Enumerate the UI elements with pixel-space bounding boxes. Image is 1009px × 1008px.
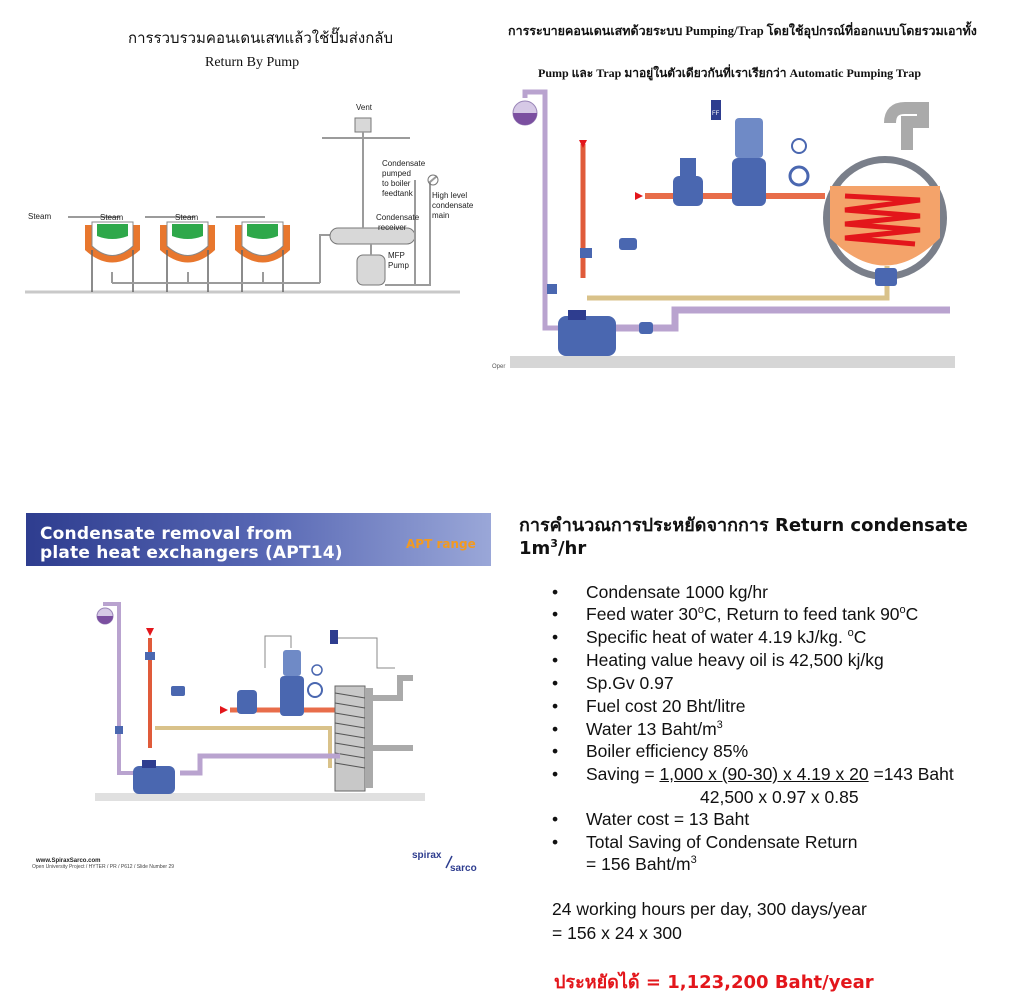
working-hours-text: 24 working hours per day, 300 days/year: [552, 899, 867, 919]
svg-text:main: main: [432, 211, 449, 220]
svg-text:feedtank: feedtank: [382, 189, 414, 198]
spirax-sarco-logo: spirax sarco: [412, 850, 477, 874]
steam-label-2: Steam: [100, 213, 123, 222]
annual-saving-result: ประหยัดได้ = 1,123,200 Baht/year: [554, 972, 874, 993]
svg-text:receiver: receiver: [378, 223, 407, 232]
apt14-banner-title: Condensate removal from plate heat excha…: [40, 524, 343, 563]
vessel-3: [235, 221, 290, 263]
panel2-credit: Oper: [492, 364, 506, 370]
apt14-diagram: [95, 602, 425, 801]
svg-text:sarco: sarco: [450, 863, 477, 874]
slide-footer: Open University Project / HYTER / PR / P…: [32, 864, 174, 870]
svg-text:pumped: pumped: [382, 169, 411, 178]
pumping-trap-diagram: FF: [510, 89, 955, 368]
panel2-title-line2: Pump และ Trap มาอยู่ในตัวเดียวกันที่เราเ…: [538, 66, 922, 80]
working-hours-formula: = 156 x 24 x 300: [552, 923, 682, 943]
calculation-title: การคำนวณการประหยัดจากการ Return condensa…: [519, 515, 968, 559]
vessel-2: [160, 221, 215, 263]
apt-range-tag: APT range: [406, 537, 476, 551]
total-saving-value: = 156 Baht/m3: [586, 854, 697, 874]
svg-text:MFP: MFP: [388, 251, 405, 260]
apt14-banner: [26, 513, 491, 566]
svg-text:spirax: spirax: [412, 850, 442, 861]
svg-text:Condensate: Condensate: [376, 213, 420, 222]
svg-text:Condensate: Condensate: [382, 159, 426, 168]
steam-label-1: Steam: [28, 212, 51, 221]
panel1-subtitle: Return By Pump: [205, 55, 300, 70]
svg-text:High level: High level: [432, 191, 467, 200]
website-link[interactable]: www.SpiraxSarco.com: [36, 858, 101, 864]
steam-label-3: Steam: [175, 213, 198, 222]
svg-text:Pump: Pump: [388, 261, 409, 270]
panel1-title: การรวบรวมคอนเดนเสทแล้วใช้ปั๊มส่งกลับ: [128, 29, 393, 47]
return-by-pump-diagram: Vent Steam Steam Steam Condensate pumped…: [25, 103, 474, 294]
panel2-title-line1: การระบายคอนเดนเสทด้วยระบบ Pumping/Trap โ…: [508, 24, 977, 38]
saving-denominator: 42,500 x 0.97 x 0.85: [700, 787, 859, 807]
svg-text:to boiler: to boiler: [382, 179, 411, 188]
svg-text:FF: FF: [712, 111, 720, 117]
svg-text:condensate: condensate: [432, 201, 474, 210]
vent-label: Vent: [356, 103, 373, 112]
vessel-1: [85, 221, 140, 263]
